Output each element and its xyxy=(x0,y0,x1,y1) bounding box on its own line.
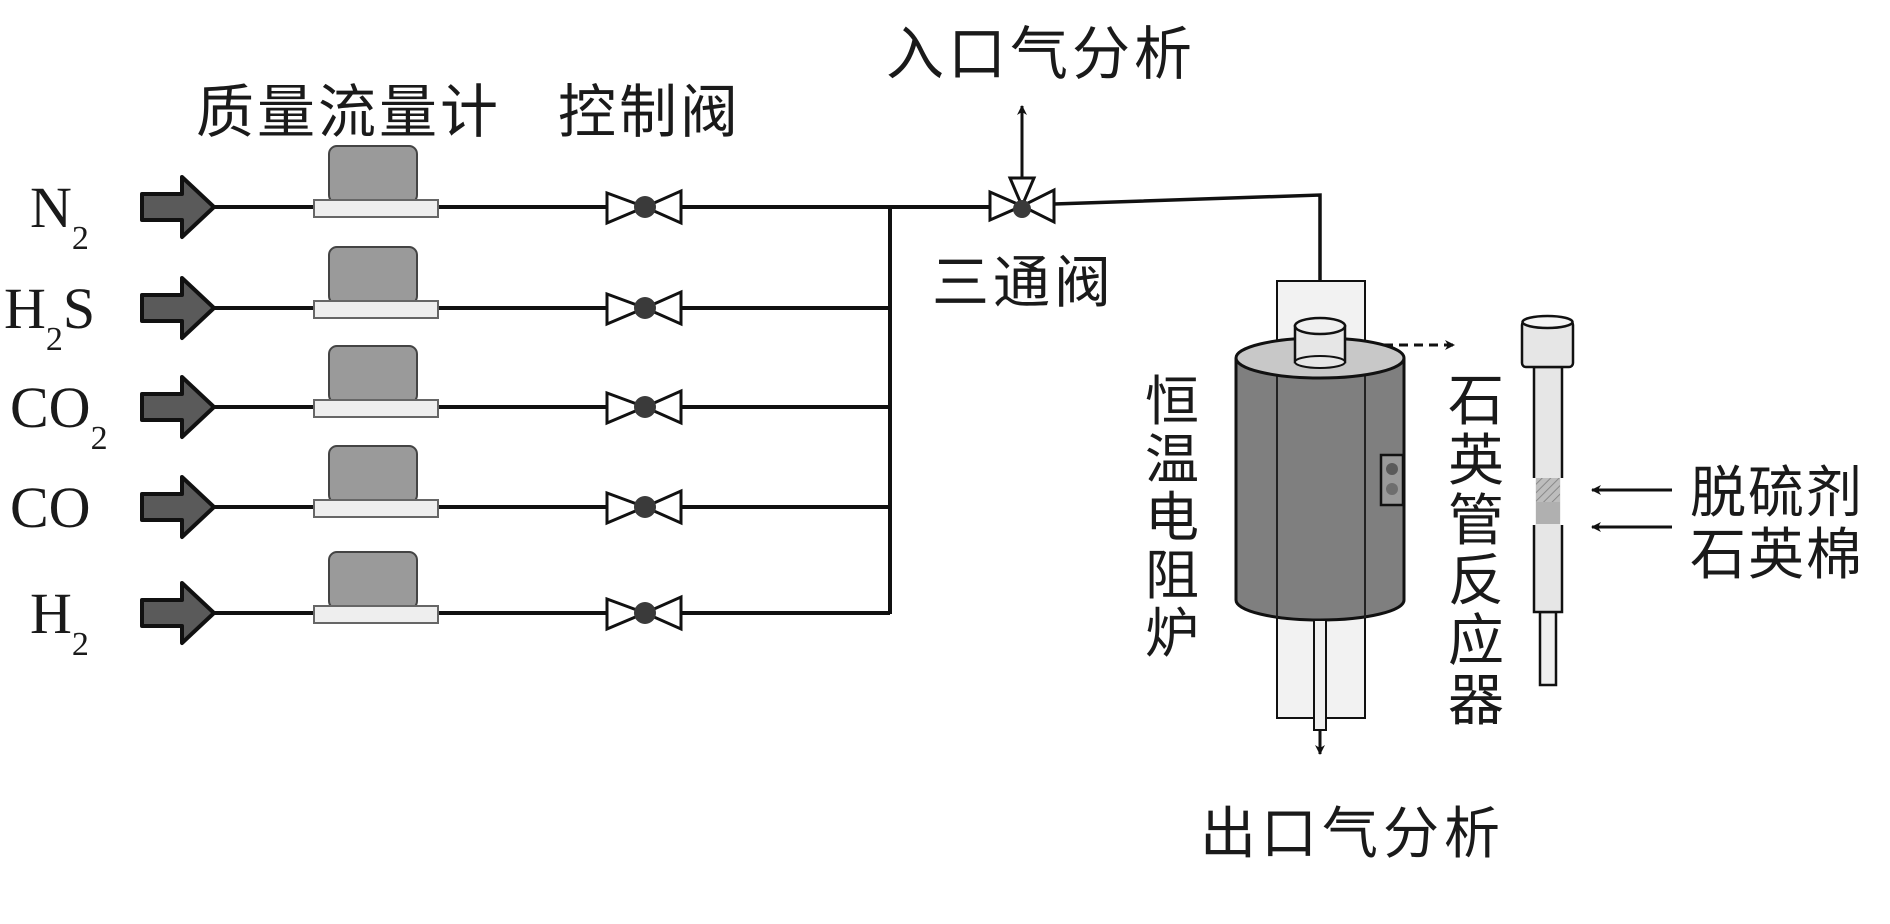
label-char: 英 xyxy=(1448,429,1504,494)
gas-line-n2: N2 xyxy=(30,145,890,257)
label-char: 应 xyxy=(1448,609,1504,674)
control-valve[interactable] xyxy=(605,488,683,526)
desulfurizer-bed xyxy=(1536,478,1560,502)
valve-ball xyxy=(634,602,656,624)
gas-line-co: CO xyxy=(10,445,890,540)
quartz-wool-bed xyxy=(1536,502,1560,524)
panel-indicator-1 xyxy=(1386,463,1398,475)
label-char: 恒 xyxy=(1145,370,1199,433)
label-char: 器 xyxy=(1448,669,1504,734)
mass-flow-meter[interactable] xyxy=(313,551,439,624)
label-control-valve: 控制阀 xyxy=(558,78,741,146)
valve-ball xyxy=(634,496,656,518)
label-mass-flow-meter: 质量流量计 xyxy=(196,78,501,146)
reactor-outlet-tube xyxy=(1313,619,1327,731)
gas-label: N2 xyxy=(30,175,89,257)
valve-ball xyxy=(634,297,656,319)
gas-label: H2 xyxy=(30,581,89,663)
valve-ball xyxy=(634,396,656,418)
gas-line-h2s: H2S xyxy=(4,246,890,358)
label-char: 反 xyxy=(1448,549,1504,614)
control-valve[interactable] xyxy=(605,289,683,327)
inlet-arrow-icon xyxy=(140,475,216,539)
mass-flow-meter[interactable] xyxy=(313,345,439,418)
gas-line-h2: H2 xyxy=(30,551,890,663)
gas-label: CO xyxy=(10,475,91,540)
mass-flow-meter[interactable] xyxy=(313,445,439,518)
label-char: 石 xyxy=(1448,369,1504,434)
inlet-arrow-icon xyxy=(140,276,216,340)
three-way-valve-left xyxy=(988,189,1026,223)
gas-line-co2: CO2 xyxy=(10,345,890,457)
label-char: 管 xyxy=(1448,489,1504,554)
mass-flow-meter[interactable] xyxy=(313,246,439,319)
three-way-valve-right xyxy=(1018,187,1056,225)
three-way-valve-ball xyxy=(1013,200,1031,218)
reactor-feed-pipe xyxy=(1053,193,1322,322)
label-char: 阻 xyxy=(1145,544,1199,607)
label-three-way-valve: 三通阀 xyxy=(932,250,1115,316)
gas-label: CO2 xyxy=(10,375,108,457)
mass-flow-meter[interactable] xyxy=(313,145,439,218)
control-valve[interactable] xyxy=(605,388,683,426)
control-valve[interactable] xyxy=(605,594,683,632)
control-valve[interactable] xyxy=(605,188,683,226)
inlet-arrow-icon xyxy=(140,175,216,239)
label-inlet-gas-analysis: 入口气分析 xyxy=(886,20,1196,88)
furnace-control-panel[interactable] xyxy=(1379,453,1405,507)
label-char: 电 xyxy=(1145,486,1199,549)
three-way-valve-top xyxy=(1007,176,1037,210)
furnace xyxy=(1234,280,1406,755)
label-outlet-gas-analysis: 出口气分析 xyxy=(1200,802,1505,867)
panel-indicator-2 xyxy=(1386,483,1398,495)
label-desulfurizer: 脱硫剂 xyxy=(1690,461,1864,526)
label-quartz-wool: 石英棉 xyxy=(1690,523,1864,588)
inlet-arrow-icon xyxy=(140,375,216,439)
label-char: 炉 xyxy=(1145,602,1199,665)
quartz-tube-lower xyxy=(1538,610,1558,687)
label-char: 温 xyxy=(1145,428,1199,491)
inlet-arrow-icon xyxy=(140,581,216,645)
gas-label: H2S xyxy=(4,276,95,358)
quartz-tube-reactor xyxy=(1520,314,1575,687)
valve-ball xyxy=(634,196,656,218)
three-way-valve[interactable] xyxy=(988,105,1056,225)
